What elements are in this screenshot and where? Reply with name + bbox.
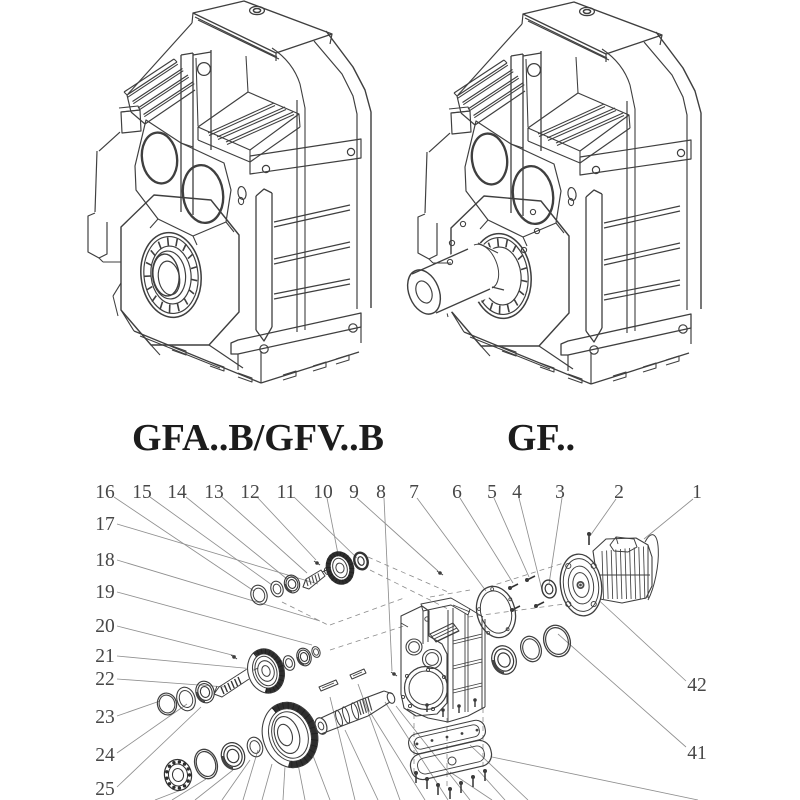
svg-text:42: 42 [687, 675, 707, 696]
svg-text:3: 3 [555, 482, 565, 503]
svg-text:11: 11 [277, 482, 296, 503]
svg-text:41: 41 [687, 743, 707, 764]
svg-text:4: 4 [512, 482, 522, 503]
svg-text:16: 16 [95, 482, 115, 503]
svg-text:14: 14 [167, 482, 187, 503]
svg-text:15: 15 [132, 482, 152, 503]
svg-text:19: 19 [95, 582, 115, 603]
svg-text:22: 22 [95, 669, 115, 690]
svg-text:6: 6 [452, 482, 462, 503]
svg-text:8: 8 [376, 482, 386, 503]
svg-text:24: 24 [95, 745, 115, 766]
svg-text:12: 12 [240, 482, 260, 503]
svg-text:GF..: GF.. [507, 417, 575, 459]
svg-text:18: 18 [95, 550, 115, 571]
svg-text:2: 2 [614, 482, 624, 503]
svg-text:9: 9 [349, 482, 359, 503]
svg-text:13: 13 [204, 482, 224, 503]
svg-text:21: 21 [95, 646, 115, 667]
svg-text:GFA..B/GFV..B: GFA..B/GFV..B [132, 417, 384, 459]
svg-text:5: 5 [487, 482, 497, 503]
svg-text:23: 23 [95, 707, 115, 728]
svg-text:17: 17 [95, 514, 115, 535]
svg-text:7: 7 [409, 482, 419, 503]
svg-text:1: 1 [692, 482, 702, 503]
svg-text:20: 20 [95, 616, 115, 637]
svg-text:10: 10 [313, 482, 333, 503]
svg-text:25: 25 [95, 779, 115, 800]
